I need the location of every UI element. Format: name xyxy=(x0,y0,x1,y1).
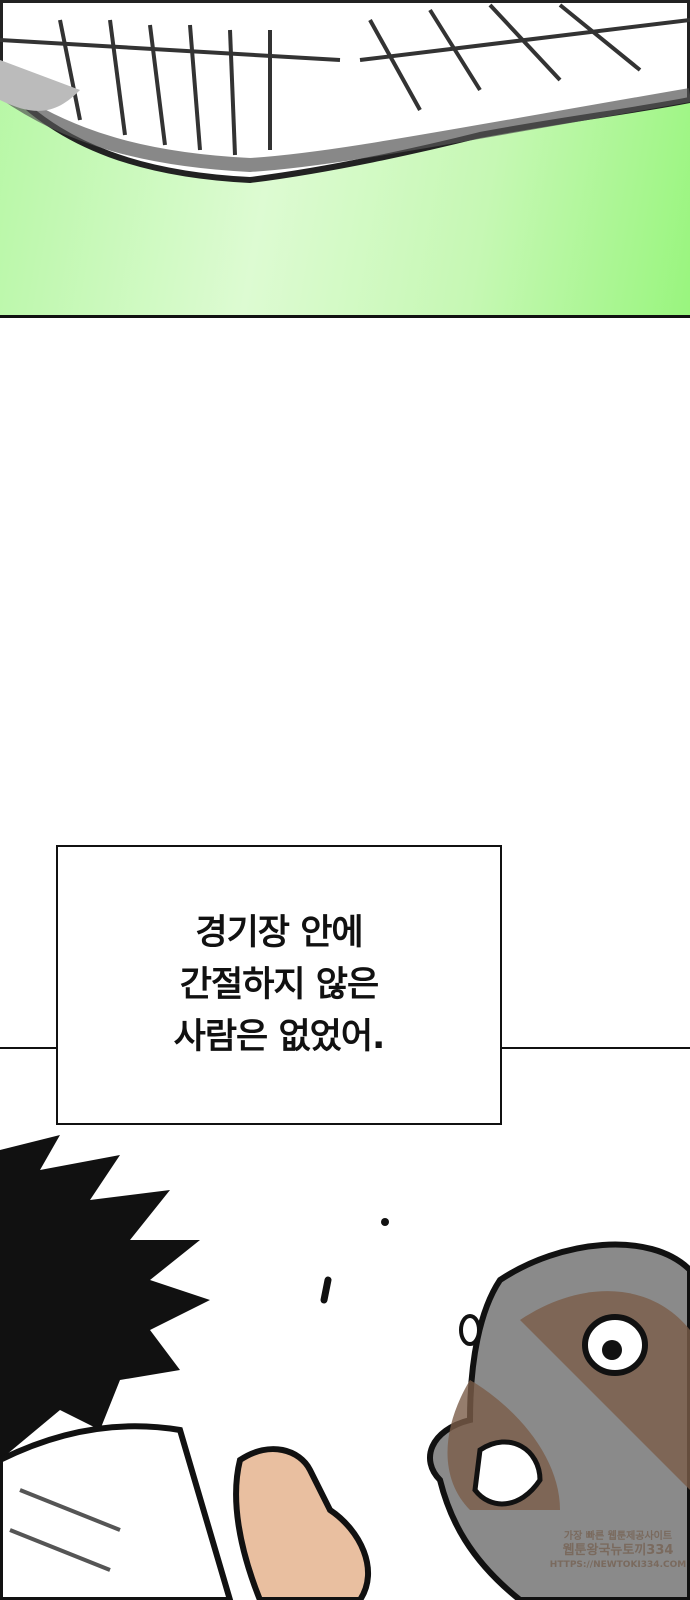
caption-line: 간절하지 않은 xyxy=(179,965,379,1005)
watermark-line: 가장 빠른 웹툰제공사이트 xyxy=(563,1531,673,1542)
site-watermark: 가장 빠른 웹툰제공사이트 웹툰왕국뉴토끼334 HTTPS://NEWTOKI… xyxy=(548,1530,688,1572)
top-comic-panel xyxy=(0,0,690,318)
characters-drawing xyxy=(0,1135,690,1600)
caption-line: 경기장 안에 xyxy=(195,913,363,953)
divider-line-left xyxy=(0,1047,56,1049)
caption-line: 사람은 없었어. xyxy=(173,1017,386,1057)
watermark-line: HTTPS://NEWTOKI334.COM xyxy=(549,1560,687,1570)
divider-line-right xyxy=(502,1047,690,1049)
watermark-line: 웹툰왕국뉴토끼334 xyxy=(562,1543,674,1558)
narration-box: 경기장 안에 간절하지 않은 사람은 없었어. xyxy=(56,845,502,1125)
shoe-sole-drawing xyxy=(0,0,690,184)
